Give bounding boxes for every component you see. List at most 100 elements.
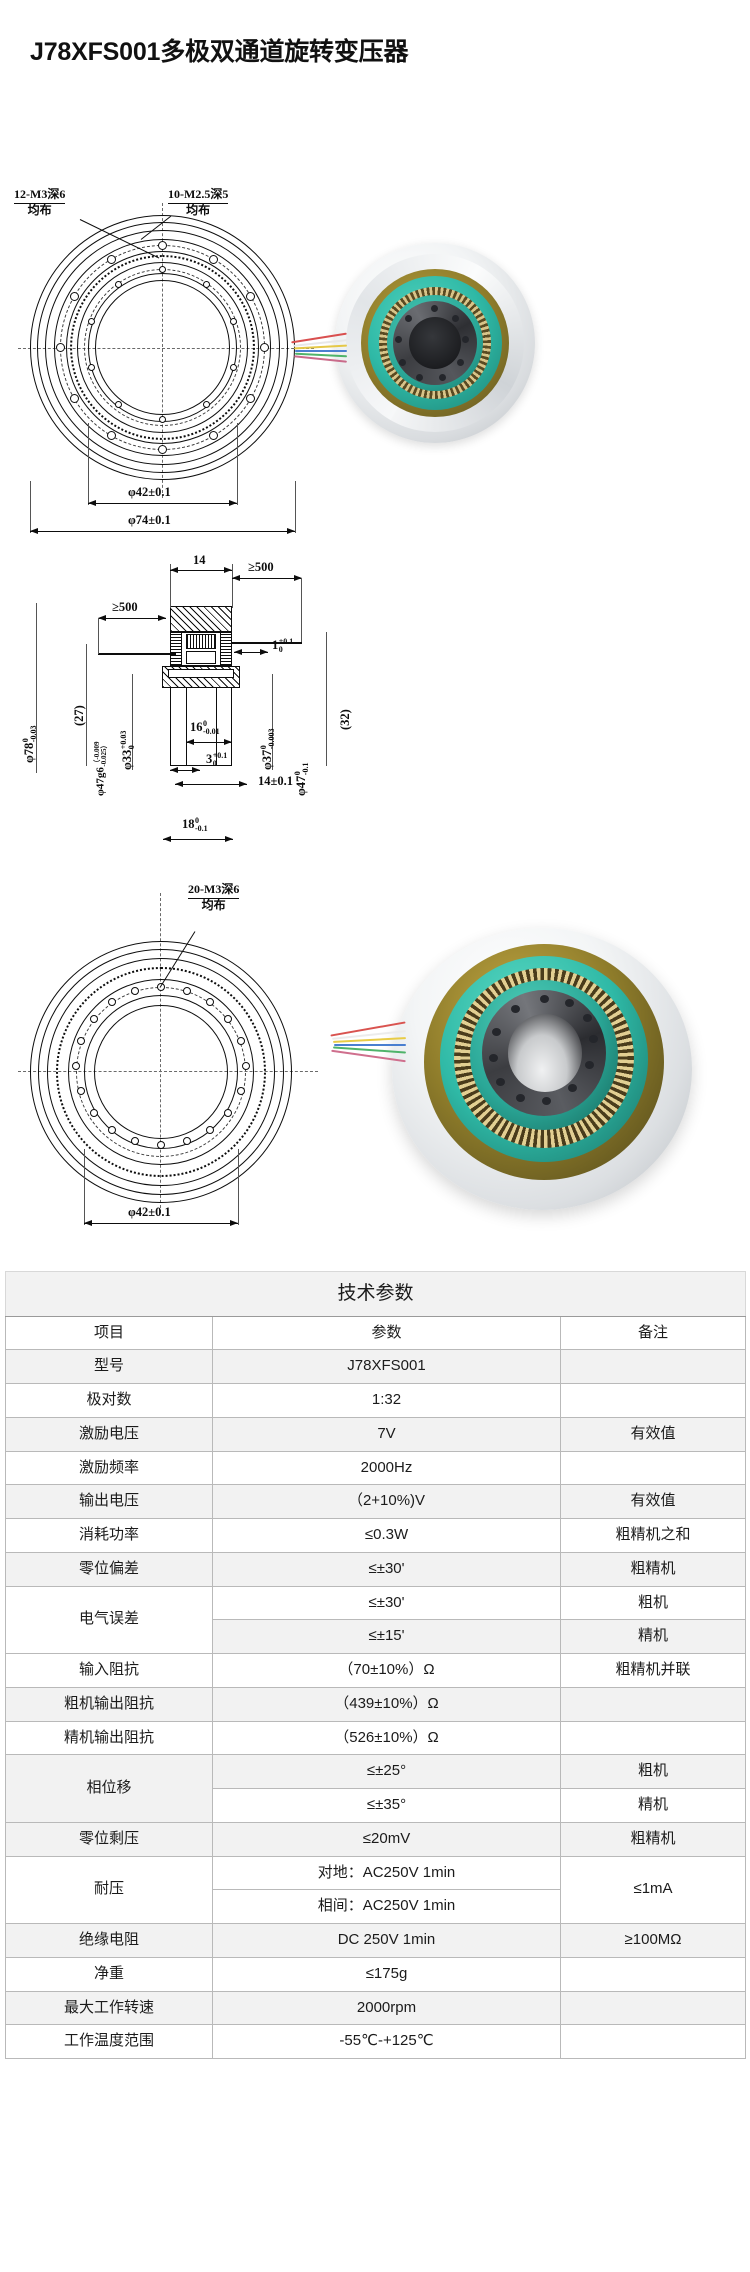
cell-param: 7V bbox=[212, 1416, 561, 1452]
photo2-bolt-hole bbox=[511, 1004, 520, 1013]
cell-note: 粗机 bbox=[559, 1754, 747, 1789]
cell-param: 相间：AC250V 1min bbox=[212, 1889, 561, 1924]
cell-note bbox=[559, 1450, 747, 1486]
cell-note: 精机 bbox=[559, 1788, 747, 1823]
callout-20-m3: 20-M3深6 均布 bbox=[188, 881, 240, 912]
cell-param: （439±10%）Ω bbox=[212, 1686, 561, 1722]
cell-note: 有效值 bbox=[559, 1484, 747, 1519]
cell-item: 耐压 bbox=[5, 1855, 213, 1924]
dim-27: (27) bbox=[72, 704, 86, 726]
photo-bolt-hole bbox=[462, 335, 469, 343]
photo-bolt-hole bbox=[399, 358, 406, 366]
photo-bolt-hole bbox=[457, 358, 464, 366]
dim-phi47g6: φ47g6（-0.009-0.025） bbox=[93, 741, 109, 796]
cell-note: 粗精机 bbox=[559, 1821, 747, 1857]
bottom-view-drawing: 20-M3深6 均布 φ42±0.1 bbox=[10, 863, 330, 1253]
table-row: 耐压 对地：AC250V 1min ≤1mA bbox=[5, 1855, 747, 1924]
mounting-hole bbox=[107, 254, 116, 264]
dim-lead-upper: ≥500 bbox=[248, 559, 274, 574]
lamination-b bbox=[68, 978, 254, 1165]
tapped-hole bbox=[230, 363, 237, 371]
dim-14pm: 14±0.1 bbox=[258, 773, 293, 788]
photo2-bolt-hole bbox=[496, 1077, 505, 1086]
mounting-hole bbox=[70, 291, 79, 301]
outer-circle-b2 bbox=[38, 948, 284, 1195]
callout-10-m25: 10-M2.5深5 均布 bbox=[168, 186, 229, 217]
callout-12-m3: 12-M3深6 均布 bbox=[14, 186, 66, 217]
dim-line-14pm bbox=[175, 781, 247, 788]
cell-param: ≤20mV bbox=[212, 1821, 561, 1857]
tapped-hole-b bbox=[131, 986, 139, 995]
outer-circle-2 bbox=[37, 221, 288, 473]
dim-line-3 bbox=[170, 767, 200, 774]
bolt-circle-outer bbox=[54, 238, 271, 456]
title-section: J78XFS001多极双通道旋转变压器 bbox=[0, 0, 750, 83]
cell-note: 有效值 bbox=[559, 1416, 747, 1452]
cell-param: ≤±30' bbox=[212, 1585, 561, 1621]
pole-wave-ring bbox=[70, 254, 255, 440]
section-shaft bbox=[170, 687, 232, 766]
mounting-hole bbox=[158, 240, 167, 250]
tapped-hole bbox=[203, 280, 210, 288]
cell-note bbox=[559, 1383, 747, 1418]
dim-line-lead-lower bbox=[98, 615, 166, 622]
tapped-hole-b bbox=[77, 1036, 85, 1045]
tapped-hole-b bbox=[90, 1014, 98, 1023]
cell-param: ≤±30' bbox=[212, 1551, 561, 1587]
cell-param: （70±10%）Ω bbox=[212, 1653, 561, 1688]
cell-param: 对地：AC250V 1min bbox=[212, 1855, 561, 1891]
tapped-hole-b bbox=[77, 1086, 85, 1095]
ext-line-phi74-right bbox=[295, 480, 296, 533]
header-note: 备注 bbox=[559, 1315, 747, 1351]
mounting-hole bbox=[209, 430, 218, 440]
cell-item: 零位偏差 bbox=[5, 1551, 213, 1587]
cell-param: （526±10%）Ω bbox=[212, 1720, 561, 1756]
tapped-hole bbox=[159, 415, 166, 423]
table-row: 粗机输出阻抗（439±10%）Ω bbox=[5, 1686, 747, 1722]
pole-wave-ring-b bbox=[56, 966, 266, 1177]
tapped-hole-b bbox=[90, 1108, 98, 1117]
section-coil-lower bbox=[186, 650, 216, 664]
tapped-hole bbox=[159, 265, 166, 273]
cell-note: 粗精机之和 bbox=[559, 1518, 747, 1553]
cell-param: ≤±15' bbox=[212, 1619, 561, 1654]
section-coil-upper bbox=[186, 633, 216, 649]
product-photo-perspective bbox=[330, 918, 702, 1218]
lead-wire-upper bbox=[232, 641, 302, 644]
dim-line-gap-1 bbox=[234, 649, 268, 656]
dim-lead-lower: ≥500 bbox=[112, 599, 138, 614]
cell-item: 工作温度范围 bbox=[5, 2024, 213, 2059]
table-row: 相位移 ≤±25° 粗机 bbox=[5, 1754, 747, 1823]
mounting-hole bbox=[158, 444, 167, 454]
cell-item: 激励频率 bbox=[5, 1450, 213, 1486]
table-row: 零位偏差≤±30'粗精机 bbox=[5, 1551, 747, 1587]
ext-lead-lower bbox=[98, 617, 99, 654]
cell-item: 最大工作转速 bbox=[5, 1990, 213, 2026]
wire-blue bbox=[295, 349, 347, 352]
tapped-hole bbox=[115, 280, 122, 288]
cell-item: 粗机输出阻抗 bbox=[5, 1686, 213, 1722]
cell-note bbox=[559, 1686, 747, 1722]
dim-phi42b: φ42±0.1 bbox=[128, 1204, 171, 1219]
spec-table-header-row: 项目 参数 备注 bbox=[5, 1315, 747, 1351]
section-winding-right bbox=[220, 631, 232, 666]
photo2-bolt-hole bbox=[492, 1027, 501, 1036]
tapped-hole bbox=[88, 363, 95, 371]
mounting-hole bbox=[70, 393, 79, 403]
mounting-hole bbox=[246, 291, 255, 301]
table-row: ≤±35° 精机 bbox=[6, 1788, 747, 1823]
photo2-bolt-hole bbox=[568, 1083, 577, 1092]
cell-param: ≤±35° bbox=[212, 1788, 561, 1823]
section-shaft-bore-left bbox=[186, 687, 187, 766]
tapped-hole-b bbox=[183, 986, 191, 995]
tapped-hole-b bbox=[72, 1061, 80, 1070]
photo2-bolt-hole bbox=[589, 1034, 598, 1043]
section-winding-left bbox=[170, 631, 182, 666]
